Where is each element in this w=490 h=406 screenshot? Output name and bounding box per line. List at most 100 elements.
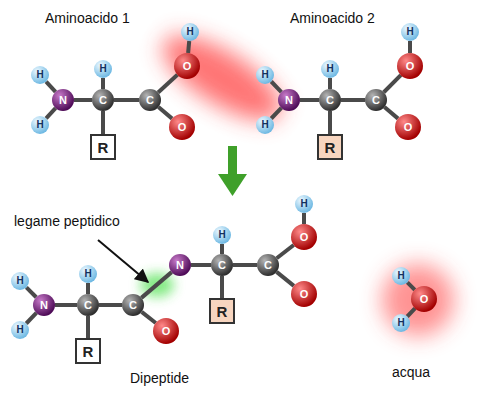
chemical-bond: [384, 75, 401, 92]
chemical-bond: [271, 81, 281, 92]
chemical-bond: [300, 98, 319, 102]
hydrogen-atom: H: [11, 321, 29, 339]
atom-symbol: H: [213, 226, 231, 244]
chemical-bond: [233, 263, 257, 267]
chemical-bond: [341, 98, 365, 102]
nitrogen-atom: N: [33, 294, 55, 316]
side-chain-box: R: [317, 134, 343, 160]
chemical-bond: [46, 82, 55, 92]
chemical-bond: [407, 282, 414, 289]
chemical-bond: [114, 98, 139, 102]
hydrogen-atom: H: [11, 272, 29, 290]
hydrogen-atom: H: [181, 23, 199, 41]
chemical-bond: [277, 272, 294, 286]
hydrogen-atom: H: [213, 226, 231, 244]
atom-symbol: C: [211, 254, 233, 276]
chemical-bond: [26, 287, 36, 297]
chemical-bond: [74, 98, 92, 102]
atom-symbol: H: [256, 66, 274, 84]
atom-symbol: H: [31, 66, 49, 84]
atom-symbol: R: [90, 134, 116, 160]
chemical-bond: [328, 78, 332, 89]
caption-label: Dipeptide: [130, 370, 189, 387]
atom-symbol: H: [94, 60, 112, 78]
chemical-bond: [142, 312, 156, 323]
chemical-bond: [141, 272, 171, 298]
atom-symbol: C: [139, 89, 161, 111]
chemical-bond: [191, 263, 211, 267]
chemical-bond: [188, 41, 189, 53]
hydrogen-atom: H: [256, 116, 274, 134]
oxygen-atom: O: [291, 224, 317, 250]
hydrogen-atom: H: [94, 60, 112, 78]
leader-arrow: [98, 240, 148, 282]
hydrogen-atom: H: [392, 314, 410, 332]
hydrogen-atom: H: [31, 66, 49, 84]
nitrogen-atom: N: [169, 254, 191, 276]
atom-symbol: O: [174, 53, 200, 79]
nitrogen-atom: N: [278, 89, 300, 111]
atom-symbol: O: [395, 114, 421, 140]
chemical-bond: [158, 107, 172, 119]
atom-symbol: H: [401, 23, 419, 41]
caption-label: Aminoacido 1: [45, 10, 130, 27]
atom-symbol: R: [75, 338, 101, 364]
chemical-bond: [46, 108, 55, 118]
carbon-atom: C: [211, 254, 233, 276]
carbon-atom: C: [77, 294, 99, 316]
atom-symbol: C: [319, 89, 341, 111]
oxygen-atom: O: [174, 53, 200, 79]
hydrogen-atom: H: [401, 23, 419, 41]
hydrogen-atom: H: [256, 66, 274, 84]
carbon-atom: C: [92, 89, 114, 111]
hydrogen-atom: H: [321, 60, 339, 78]
atom-symbol: H: [11, 321, 29, 339]
chemical-bond: [220, 244, 224, 254]
chemical-bond: [407, 308, 415, 316]
hydrogen-atom: H: [295, 195, 313, 213]
hydrogen-atom: H: [79, 265, 97, 283]
atom-symbol: H: [392, 314, 410, 332]
atom-symbol: H: [321, 60, 339, 78]
water-glow: [382, 264, 454, 336]
chemical-bond: [86, 316, 90, 338]
atom-symbol: N: [52, 89, 74, 111]
oxygen-atom: O: [153, 318, 179, 344]
chemical-bond: [302, 213, 306, 224]
chemical-bond: [328, 111, 332, 134]
chemical-bond: [271, 108, 281, 119]
atom-symbol: O: [291, 224, 317, 250]
caption-label: acqua: [392, 364, 430, 381]
atom-symbol: H: [295, 195, 313, 213]
atom-symbol: R: [317, 134, 343, 160]
atom-symbol: H: [79, 265, 97, 283]
reaction-arrow: [218, 146, 247, 196]
carbon-atom: C: [257, 254, 279, 276]
side-chain-box: R: [209, 298, 235, 324]
oxygen-atom: O: [169, 114, 195, 140]
oxygen-atom: O: [291, 281, 317, 307]
atom-symbol: O: [411, 286, 437, 312]
chemical-bond: [101, 111, 105, 134]
caption-label: legame peptidico: [14, 213, 120, 230]
atom-symbol: H: [256, 116, 274, 134]
carbon-atom: C: [365, 89, 387, 111]
atom-symbol: C: [365, 89, 387, 111]
carbon-atom: C: [319, 89, 341, 111]
carbon-atom: C: [139, 89, 161, 111]
atom-symbol: R: [209, 298, 235, 324]
oxygen-atom: O: [397, 53, 423, 79]
atom-symbol: H: [181, 23, 199, 41]
chemical-bond: [158, 75, 177, 93]
chemical-bond: [55, 303, 77, 307]
atom-symbol: H: [31, 116, 49, 134]
atom-symbol: O: [291, 281, 317, 307]
atom-symbol: H: [392, 267, 410, 285]
chemical-bond: [86, 283, 90, 294]
hydrogen-atom: H: [31, 116, 49, 134]
atom-symbol: C: [257, 254, 279, 276]
atom-symbol: O: [397, 53, 423, 79]
chemical-bond: [220, 276, 224, 298]
atom-symbol: O: [153, 318, 179, 344]
leaving-group-glow: [151, 20, 294, 136]
